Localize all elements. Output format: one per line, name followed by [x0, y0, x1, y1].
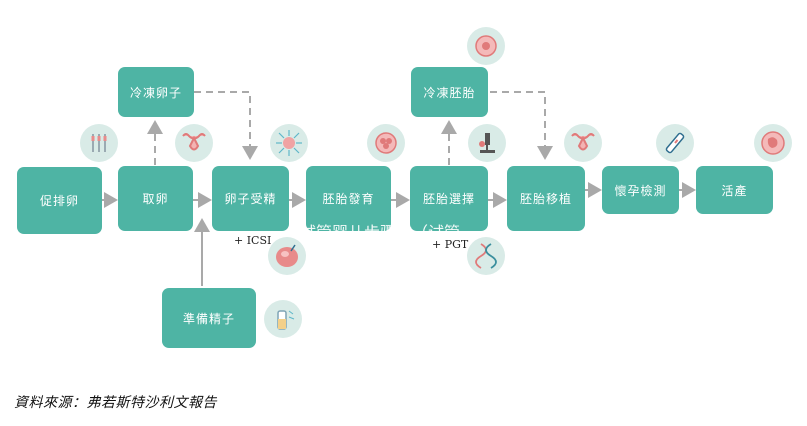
step-label: 胚胎選擇	[422, 192, 475, 206]
pregnancy-test-icon	[656, 124, 694, 162]
step-label: 促排卵	[39, 194, 79, 208]
step-sperm-preparation: 準備精子	[162, 288, 256, 348]
watermark-text: 试管婴儿步骤成（试管	[300, 223, 461, 242]
sperm-vial-icon	[264, 300, 302, 338]
egg-cell-icon	[467, 27, 505, 65]
embryo-icon	[367, 124, 405, 162]
step-label: 懷孕檢測	[614, 183, 667, 198]
step-ovulation: 促排卵	[17, 167, 102, 234]
microscope-icon	[468, 124, 506, 162]
step-label: 卵子受精	[224, 192, 277, 206]
step-embryo-selection: 胚胎選擇	[410, 166, 488, 231]
uterus-icon	[564, 124, 602, 162]
sperm-egg-icon	[270, 124, 308, 162]
step-embryo-development: 胚胎發育	[306, 166, 391, 231]
arrow-freezeembryo-transfer	[490, 91, 553, 160]
step-label: 冷凍卵子	[129, 85, 182, 100]
uterus-icon	[175, 124, 213, 162]
step-embryo-transfer: 胚胎移植	[507, 166, 585, 231]
step-label: 活產	[721, 183, 748, 198]
step-label: 胚胎發育	[322, 192, 375, 206]
step-live-birth: 活產	[696, 166, 773, 214]
egg-dish-icon	[268, 237, 306, 275]
step-label: 冷凍胚胎	[423, 85, 476, 100]
fetus-icon	[754, 124, 792, 162]
arrow-freezeegg-fertilization	[194, 91, 258, 160]
pgt-note: + PGT	[432, 238, 469, 251]
step-freeze-egg: 冷凍卵子	[118, 67, 194, 117]
syringes-icon	[80, 124, 118, 162]
step-freeze-embryo: 冷凍胚胎	[411, 67, 488, 117]
step-retrieval: 取卵	[118, 166, 193, 231]
step-label: 取卵	[142, 192, 169, 206]
source-note: 資料來源：弗若斯特沙利文報告	[14, 395, 217, 411]
icsi-note: + ICSI	[234, 234, 272, 247]
step-fertilization: 卵子受精	[212, 166, 289, 231]
step-label: 準備精子	[182, 311, 235, 326]
dna-icon	[467, 237, 505, 275]
step-pregnancy-test: 懷孕檢測	[602, 166, 679, 214]
step-label: 胚胎移植	[519, 192, 572, 206]
